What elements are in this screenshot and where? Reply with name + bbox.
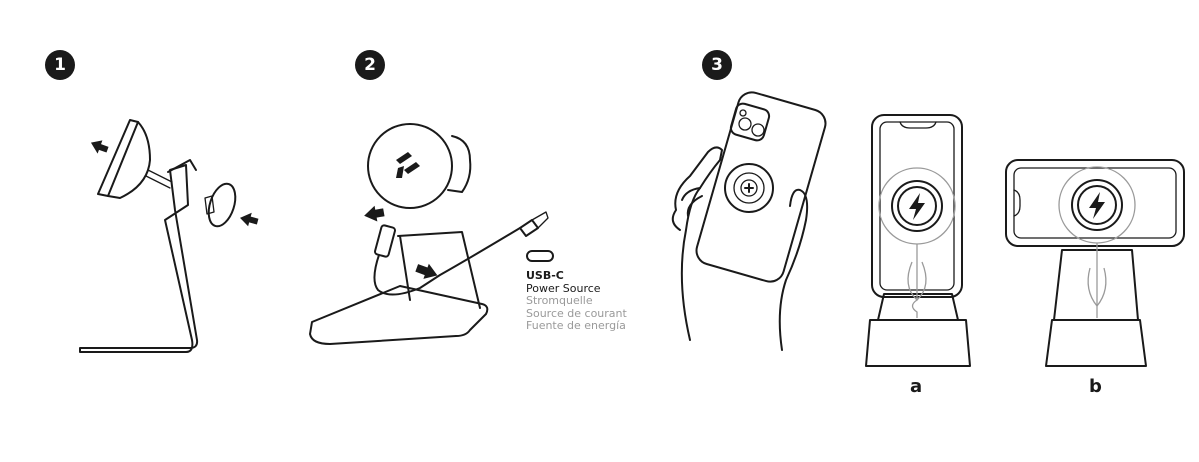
variant-a-stand [865,319,971,367]
variant-a-illustration [865,114,971,367]
usb-c-title: USB-C [526,269,564,282]
usb-c-line-en: Power Source [526,281,601,295]
variant-label-a: a [910,376,923,397]
usb-c-line-es: Fuente de energía [526,319,626,332]
step1-mount-disc [97,119,139,197]
step3-hand [671,146,723,341]
step3-camera [729,102,771,142]
step1-adhesive-plate [207,182,237,228]
arrow-icon [415,263,438,279]
variant-b-phone [1005,159,1185,247]
usb-c-port-icon [526,250,554,262]
step2-illustration [309,123,554,345]
step3-phone [695,91,827,283]
step2-stand-base [309,285,489,345]
variant-b-illustration [1005,159,1185,367]
plus-icon [744,183,754,193]
step-number-3: 3 [702,50,732,80]
step1-stand [79,164,199,353]
variant-label-b: b [1089,376,1102,397]
step-number-1: 1 [45,50,75,80]
step2-cable [373,227,521,296]
lightning-bolt-icon [909,193,925,220]
arrow-icon [90,140,109,154]
usb-c-line-de: Stromquelle [526,294,593,307]
step1-illustration [79,119,259,353]
step3-illustration [671,91,827,351]
lightning-bolt-icon [1089,192,1105,219]
variant-b-stand [1045,319,1147,367]
step3-adapter-plate [724,163,774,213]
usb-c-label: USB-C Power Source Stromquelle Source de… [526,269,627,333]
arrow-icon [240,212,259,227]
usb-c-line-fr: Source de courant [526,306,627,320]
brand-logo-icon [396,152,420,178]
arrow-icon [364,205,385,222]
step-number-2: 2 [355,50,385,80]
